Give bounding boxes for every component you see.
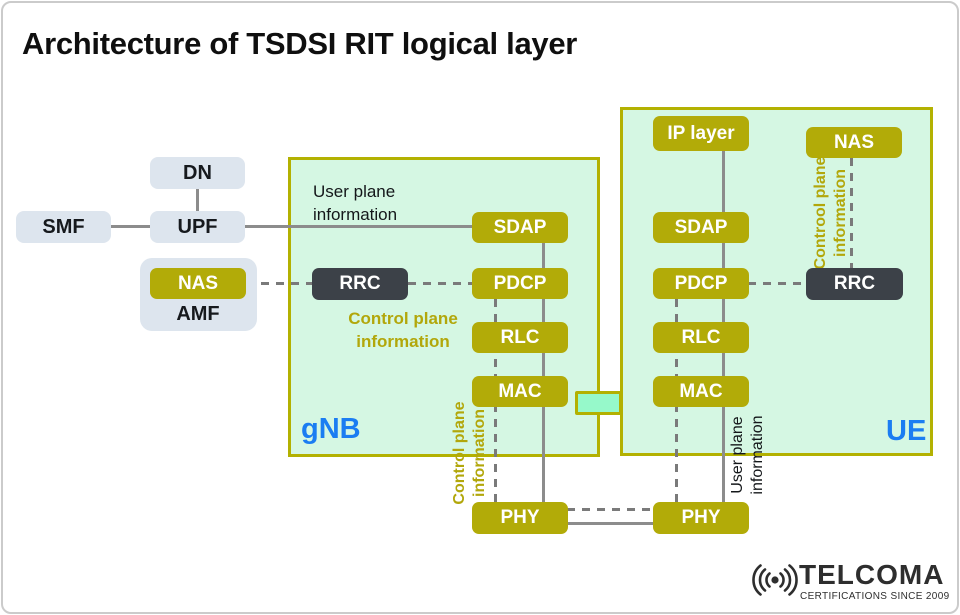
ue-rrc-node: RRC <box>806 268 903 300</box>
note-line: information <box>749 415 766 495</box>
gnb-phy-control-note: Control plane information <box>450 393 490 513</box>
note-line: information <box>313 205 398 224</box>
note-line: information <box>471 409 488 497</box>
note-line: Control plane <box>348 309 458 328</box>
note-line: information <box>832 169 849 257</box>
gnb-control-plane-note: Control plane information <box>343 307 463 353</box>
dn-node: DN <box>150 157 245 189</box>
amf-nas-rrc-link <box>246 282 312 285</box>
note-line: Control plane <box>451 401 468 505</box>
ue-ip-layer-node: IP layer <box>653 116 749 151</box>
telcoma-logo: TELCOMA CERTIFICATIONS SINCE 2009 <box>752 558 952 608</box>
gnb-phy-node: PHY <box>472 502 568 534</box>
gnb-panel <box>288 157 600 457</box>
inter-panel-connector <box>575 391 622 415</box>
phy-phy-user-link <box>567 522 653 525</box>
phy-phy-control-link <box>567 508 653 511</box>
ue-rlc-node: RLC <box>653 322 749 353</box>
ue-pdcp-rrc-link <box>748 282 806 285</box>
gnb-rrc-node: RRC <box>312 268 408 300</box>
note-line: information <box>356 332 450 351</box>
telcoma-tagline: CERTIFICATIONS SINCE 2009 <box>800 591 950 602</box>
radio-waves-icon <box>752 564 798 596</box>
ue-pdcp-node: PDCP <box>653 268 749 299</box>
gnb-pdcp-node: PDCP <box>472 268 568 299</box>
gnb-user-plane-line <box>542 242 545 503</box>
gnb-user-plane-note: User plane information <box>313 180 397 226</box>
smf-node: SMF <box>16 211 111 243</box>
gnb-mac-node: MAC <box>472 376 568 407</box>
ue-sdap-node: SDAP <box>653 212 749 243</box>
ue-nas-control-note: Controol plane information <box>811 153 851 273</box>
smf-upf-link <box>111 225 150 228</box>
ue-label: UE <box>886 415 927 447</box>
telcoma-brand: TELCOMA <box>799 559 945 590</box>
amf-nas-node: NAS <box>150 268 246 299</box>
gnb-rlc-node: RLC <box>472 322 568 353</box>
dn-upf-link <box>196 189 199 211</box>
ue-nas-rrc-link <box>850 158 853 268</box>
amf-label: AMF <box>176 302 220 325</box>
upf-node: UPF <box>150 211 245 243</box>
note-line: Controol plane <box>812 156 829 270</box>
note-line: User plane <box>729 416 746 494</box>
page-title: Architecture of TSDSI RIT logical layer <box>22 26 578 61</box>
ue-nas-node: NAS <box>806 127 902 158</box>
gnb-rrc-pdcp-link <box>408 282 472 285</box>
gnb-label: gNB <box>301 413 361 445</box>
gnb-sdap-node: SDAP <box>472 212 568 243</box>
upf-sdap-link <box>245 225 473 228</box>
ue-phy-node: PHY <box>653 502 749 534</box>
note-line: User plane <box>313 182 396 201</box>
ue-phy-user-note: User plane information <box>728 395 768 515</box>
ue-mac-node: MAC <box>653 376 749 407</box>
